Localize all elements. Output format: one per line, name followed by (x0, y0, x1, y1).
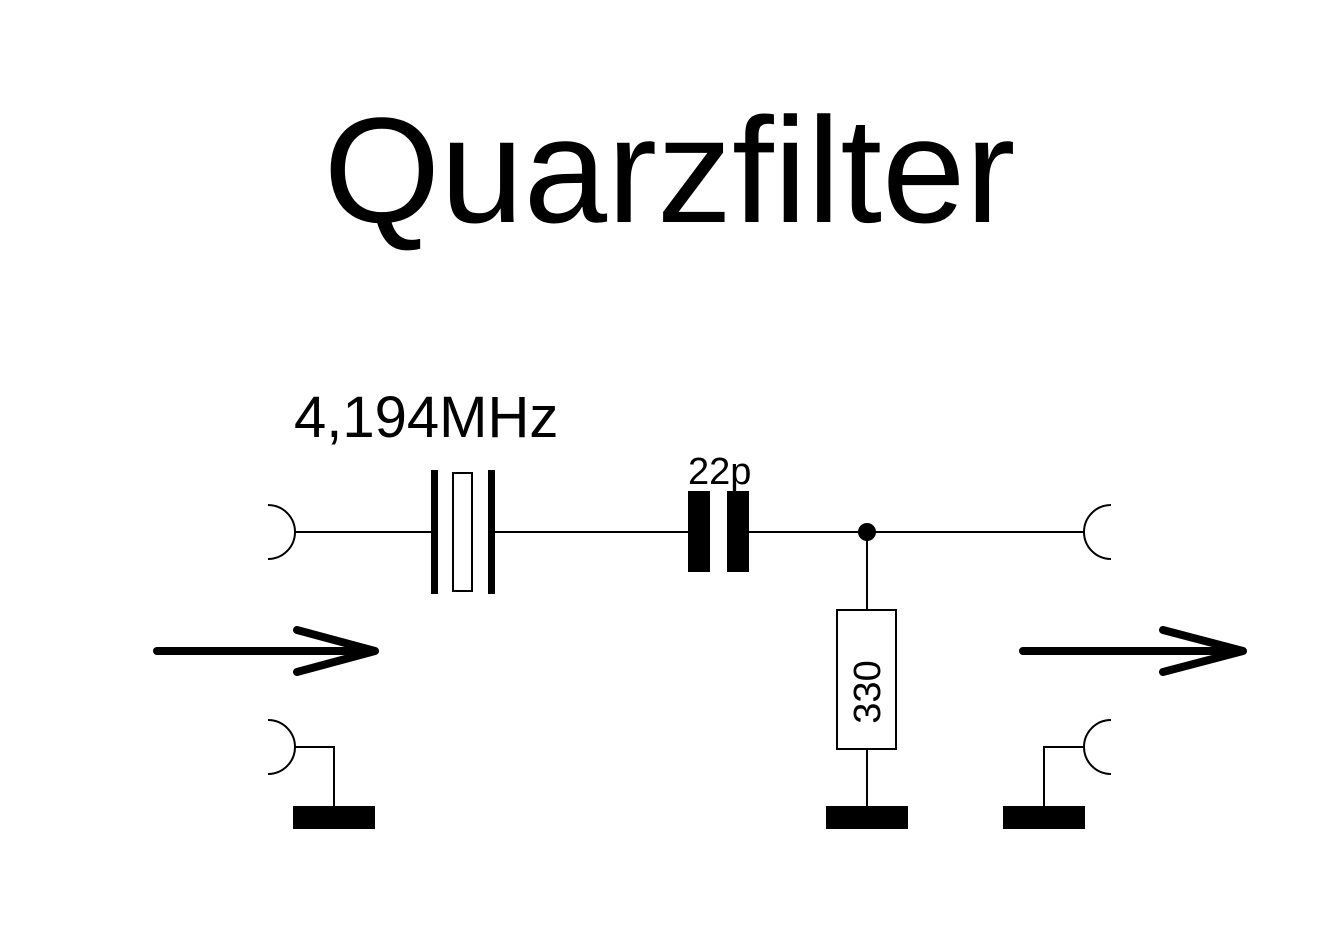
wire-output-ground (1043, 746, 1084, 806)
output-arrow-icon (1019, 626, 1247, 676)
crystal-body (452, 472, 473, 592)
capacitor-symbol (688, 491, 749, 572)
wire-input-ground (295, 746, 335, 806)
diagram-title: Quarzfilter (323, 86, 1016, 254)
output-terminal-ground (1083, 719, 1112, 775)
crystal-plate-left (431, 470, 438, 594)
capacitor-plate-left (688, 491, 710, 572)
capacitor-plate-right (727, 491, 749, 572)
ground-bar-output (1003, 806, 1085, 829)
output-terminal-signal (1083, 504, 1112, 560)
input-arrow-icon (153, 626, 379, 676)
crystal-frequency-label: 4,194MHz (294, 385, 558, 450)
resistor-value-label: 330 (847, 660, 889, 723)
input-terminal-ground (267, 719, 296, 775)
input-terminal-signal (267, 504, 296, 560)
capacitor-value-label: 22p (688, 451, 751, 493)
crystal-plate-right (488, 470, 495, 594)
ground-bar-resistor (826, 806, 908, 829)
ground-bar-input (293, 806, 375, 829)
crystal-symbol (431, 470, 495, 594)
